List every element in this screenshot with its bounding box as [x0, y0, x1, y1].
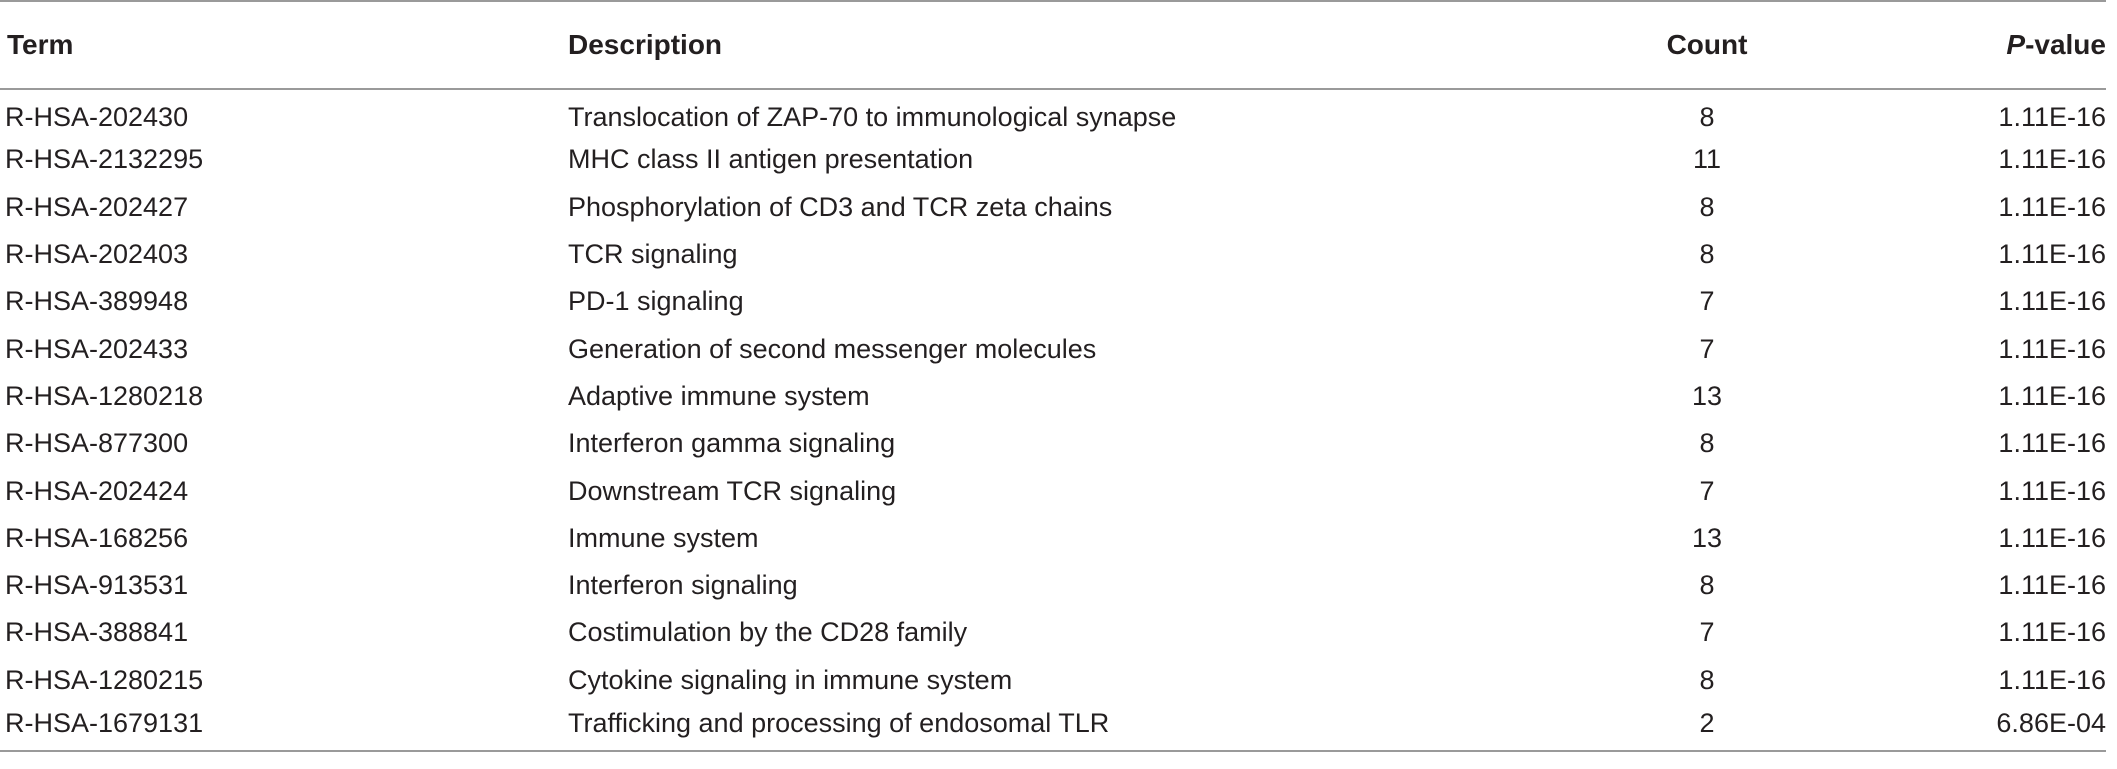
cell-description: Interferon signaling [568, 570, 798, 601]
cell-count: 8 [1699, 570, 1715, 601]
cell-count: 7 [1699, 617, 1715, 648]
header-row: Term Description Count P-value [0, 0, 2106, 90]
table-row: R-HSA-202427 Phosphorylation of CD3 and … [0, 184, 2106, 231]
cell-term: R-HSA-1280218 [5, 380, 204, 411]
table-row: R-HSA-2132295 MHC class II antigen prese… [0, 136, 2106, 183]
table-row: R-HSA-877300 Interferon gamma signaling … [0, 420, 2106, 467]
cell-p-value: 1.11E-16 [1998, 428, 2106, 459]
table-row: R-HSA-1280218 Adaptive immune system 13 … [0, 373, 2106, 420]
table-row: R-HSA-202424 Downstream TCR signaling 7 … [0, 467, 2106, 514]
cell-description: TCR signaling [568, 239, 738, 270]
cell-p-value: 6.86E-04 [1846, 703, 2106, 753]
table-row: R-HSA-202430 Translocation of ZAP-70 to … [0, 89, 2106, 136]
table-row: R-HSA-388841 Costimulation by the CD28 f… [0, 609, 2106, 656]
cell-term: R-HSA-202430 [5, 101, 189, 132]
header-description: Description [568, 0, 1568, 90]
header-p-value-suffix: -value [2025, 29, 2106, 60]
cell-count: 8 [1699, 664, 1715, 695]
cell-term: R-HSA-2132295 [5, 144, 204, 175]
cell-description: Translocation of ZAP-70 to immunological… [568, 101, 1177, 132]
cell-count: 7 [1699, 286, 1715, 317]
cell-count: 7 [1699, 475, 1715, 506]
table-row: R-HSA-168256 Immune system 13 1.11E-16 [0, 515, 2106, 562]
cell-description: Adaptive immune system [568, 380, 870, 411]
cell-term: R-HSA-389948 [5, 286, 189, 317]
table-row: R-HSA-913531 Interferon signaling 8 1.11… [0, 562, 2106, 609]
cell-term: R-HSA-1280215 [5, 664, 204, 695]
cell-term: R-HSA-202403 [5, 239, 189, 270]
cell-p-value: 1.11E-16 [1998, 522, 2106, 553]
cell-description: Downstream TCR signaling [568, 475, 897, 506]
cell-count: 13 [1691, 380, 1723, 411]
cell-description: Phosphorylation of CD3 and TCR zeta chai… [568, 191, 1113, 222]
cell-term: R-HSA-388841 [5, 617, 189, 648]
table-row: R-HSA-202433 Generation of second messen… [0, 325, 2106, 372]
table-header: Term Description Count P-value [0, 0, 2106, 90]
cell-description: Interferon gamma signaling [568, 428, 896, 459]
table-body: R-HSA-202430 Translocation of ZAP-70 to … [0, 89, 2106, 753]
cell-description: PD-1 signaling [568, 286, 744, 317]
cell-description: Costimulation by the CD28 family [568, 617, 968, 648]
cell-description: Generation of second messenger molecules [568, 333, 1097, 364]
cell-p-value: 1.11E-16 [1998, 144, 2106, 175]
cell-description: MHC class II antigen presentation [568, 144, 974, 175]
cell-term: R-HSA-1679131 [0, 703, 568, 753]
cell-term: R-HSA-202427 [5, 191, 189, 222]
cell-count: 11 [1692, 144, 1722, 175]
cell-term: R-HSA-913531 [5, 570, 189, 601]
cell-p-value: 1.11E-16 [1998, 239, 2106, 270]
cell-count: 13 [1691, 522, 1723, 553]
cell-count: 7 [1699, 333, 1715, 364]
cell-count: 8 [1699, 191, 1715, 222]
cell-term: R-HSA-202424 [5, 475, 189, 506]
cell-p-value: 1.11E-16 [1998, 380, 2106, 411]
cell-p-value: 1.11E-16 [1998, 570, 2106, 601]
cell-description: Immune system [568, 522, 759, 553]
cell-p-value: 1.11E-16 [1998, 101, 2106, 132]
cell-p-value: 1.11E-16 [1998, 286, 2106, 317]
cell-p-value: 1.11E-16 [1998, 475, 2106, 506]
cell-count: 8 [1699, 428, 1715, 459]
cell-count: 8 [1699, 239, 1715, 270]
table-row: R-HSA-389948 PD-1 signaling 7 1.11E-16 [0, 278, 2106, 325]
table-row: R-HSA-1679131 Trafficking and processing… [0, 703, 2106, 753]
header-p-value: P-value [1846, 0, 2106, 90]
header-term: Term [0, 0, 568, 90]
cell-p-value: 1.11E-16 [1998, 191, 2106, 222]
cell-description: Cytokine signaling in immune system [568, 664, 1013, 695]
cell-p-value: 1.11E-16 [1998, 617, 2106, 648]
header-p-value-italic: P [2006, 29, 2026, 60]
cell-description: Trafficking and processing of endosomal … [568, 703, 1568, 753]
cell-term: R-HSA-168256 [5, 522, 189, 553]
cell-count: 2 [1568, 703, 1846, 753]
cell-p-value: 1.11E-16 [1998, 333, 2106, 364]
cell-term: R-HSA-202433 [5, 333, 189, 364]
table-row: R-HSA-202403 TCR signaling 8 1.11E-16 [0, 231, 2106, 278]
pathway-enrichment-table: Term Description Count P-value R-HSA-202… [0, 0, 2106, 753]
cell-count: 8 [1699, 101, 1715, 132]
header-count: Count [1568, 0, 1846, 90]
cell-p-value: 1.11E-16 [1998, 664, 2106, 695]
table-row: R-HSA-1280215 Cytokine signaling in immu… [0, 657, 2106, 704]
cell-term: R-HSA-877300 [5, 428, 189, 459]
